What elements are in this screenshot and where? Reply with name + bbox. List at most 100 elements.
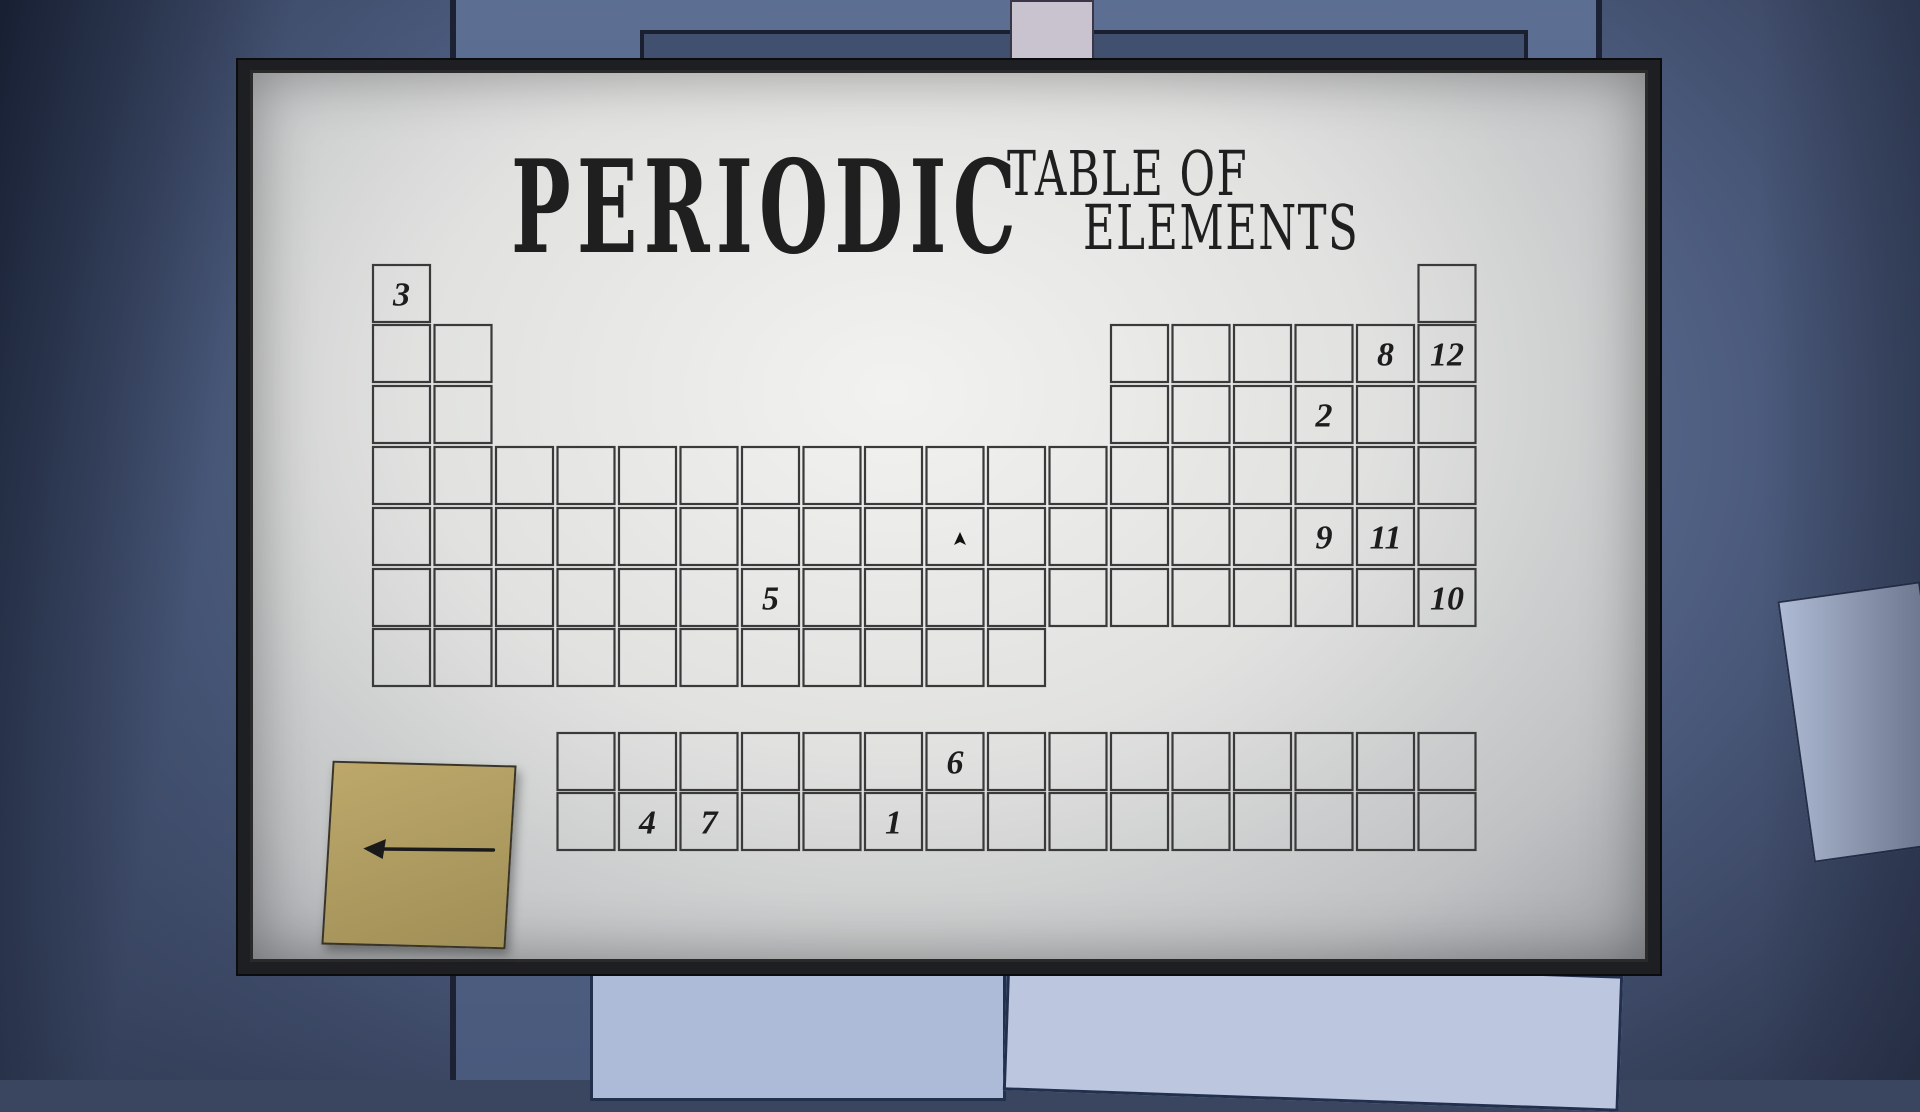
element-cell[interactable] [1417, 445, 1477, 506]
element-cell[interactable] [863, 445, 924, 506]
element-cell[interactable] [802, 627, 862, 688]
element-cell[interactable] [371, 384, 432, 445]
element-cell[interactable]: 2 [1294, 384, 1354, 445]
element-cell[interactable] [1109, 567, 1170, 628]
element-cell[interactable] [925, 791, 985, 852]
element-cell[interactable] [371, 323, 432, 384]
element-cell[interactable] [1232, 791, 1293, 852]
element-cell[interactable] [1232, 323, 1293, 384]
element-cell[interactable] [802, 791, 862, 852]
element-cell[interactable] [556, 445, 616, 506]
element-cell[interactable] [1355, 791, 1416, 852]
element-cell[interactable] [371, 506, 432, 567]
element-cell[interactable] [679, 627, 739, 688]
element-cell[interactable]: 9 [1294, 506, 1354, 567]
element-cell[interactable] [433, 384, 493, 445]
element-cell[interactable] [433, 323, 493, 384]
element-cell[interactable]: 12 [1417, 323, 1477, 384]
element-cell[interactable] [925, 627, 985, 688]
element-cell[interactable]: 4 [617, 791, 678, 852]
element-cell[interactable] [1294, 323, 1354, 384]
element-cell[interactable]: 11 [1355, 506, 1416, 567]
element-cell[interactable] [679, 731, 739, 792]
element-cell[interactable] [617, 627, 678, 688]
element-cell[interactable] [1048, 506, 1108, 567]
element-cell[interactable] [1355, 384, 1416, 445]
element-cell[interactable] [925, 506, 985, 567]
element-cell[interactable] [1417, 384, 1477, 445]
element-cell[interactable] [433, 445, 493, 506]
element-cell[interactable] [433, 627, 493, 688]
element-cell[interactable]: 10 [1417, 567, 1477, 628]
element-cell[interactable] [1048, 567, 1108, 628]
element-cell[interactable]: 6 [925, 731, 985, 792]
element-cell[interactable] [986, 445, 1047, 506]
element-cell[interactable] [863, 627, 924, 688]
element-cell[interactable] [1171, 506, 1231, 567]
element-cell[interactable] [1232, 567, 1293, 628]
element-cell[interactable] [986, 627, 1047, 688]
element-cell[interactable] [740, 445, 801, 506]
element-cell[interactable] [1355, 731, 1416, 792]
element-cell[interactable] [1109, 384, 1170, 445]
element-cell[interactable] [1417, 263, 1477, 324]
element-cell[interactable] [1232, 506, 1293, 567]
element-cell[interactable] [679, 506, 739, 567]
element-cell[interactable] [986, 506, 1047, 567]
element-cell[interactable] [1048, 791, 1108, 852]
element-cell[interactable] [556, 627, 616, 688]
element-cell[interactable] [1232, 731, 1293, 792]
element-cell[interactable] [986, 791, 1047, 852]
element-cell[interactable] [1048, 445, 1108, 506]
element-cell[interactable] [371, 627, 432, 688]
element-cell[interactable] [494, 445, 555, 506]
element-cell[interactable] [494, 627, 555, 688]
element-cell[interactable] [1109, 731, 1170, 792]
element-cell[interactable] [925, 445, 985, 506]
back-sticky-note-button[interactable] [321, 760, 517, 950]
element-cell[interactable] [556, 731, 616, 792]
element-cell[interactable] [1355, 567, 1416, 628]
element-cell[interactable] [679, 567, 739, 628]
element-cell[interactable]: 8 [1355, 323, 1416, 384]
element-cell[interactable] [617, 445, 678, 506]
element-cell[interactable] [617, 506, 678, 567]
element-cell[interactable] [1232, 445, 1293, 506]
element-cell[interactable] [556, 791, 616, 852]
element-cell[interactable]: 1 [863, 791, 924, 852]
element-cell[interactable] [371, 567, 432, 628]
element-cell[interactable] [740, 627, 801, 688]
element-cell[interactable] [740, 791, 801, 852]
element-cell[interactable] [1171, 731, 1231, 792]
element-cell[interactable] [1171, 567, 1231, 628]
element-cell[interactable] [802, 445, 862, 506]
element-cell[interactable] [1417, 731, 1477, 792]
element-cell[interactable] [1355, 445, 1416, 506]
element-cell[interactable] [371, 445, 432, 506]
element-cell[interactable] [802, 567, 862, 628]
element-cell[interactable] [1294, 567, 1354, 628]
element-cell[interactable] [1171, 445, 1231, 506]
element-cell[interactable] [433, 506, 493, 567]
element-cell[interactable] [433, 567, 493, 628]
element-cell[interactable] [1171, 384, 1231, 445]
element-cell[interactable]: 3 [371, 263, 432, 324]
element-cell[interactable] [863, 506, 924, 567]
element-cell[interactable] [1294, 731, 1354, 792]
element-cell[interactable] [556, 506, 616, 567]
element-cell[interactable] [740, 731, 801, 792]
element-cell[interactable] [802, 731, 862, 792]
element-cell[interactable] [863, 731, 924, 792]
element-cell[interactable] [1417, 506, 1477, 567]
element-cell[interactable] [1171, 323, 1231, 384]
element-cell[interactable]: 7 [679, 791, 739, 852]
element-cell[interactable] [925, 567, 985, 628]
element-cell[interactable] [1109, 445, 1170, 506]
element-cell[interactable] [1294, 791, 1354, 852]
element-cell[interactable] [1294, 445, 1354, 506]
element-cell[interactable] [740, 506, 801, 567]
element-cell[interactable] [556, 567, 616, 628]
element-cell[interactable] [802, 506, 862, 567]
element-cell[interactable] [1417, 791, 1477, 852]
element-cell[interactable] [494, 567, 555, 628]
